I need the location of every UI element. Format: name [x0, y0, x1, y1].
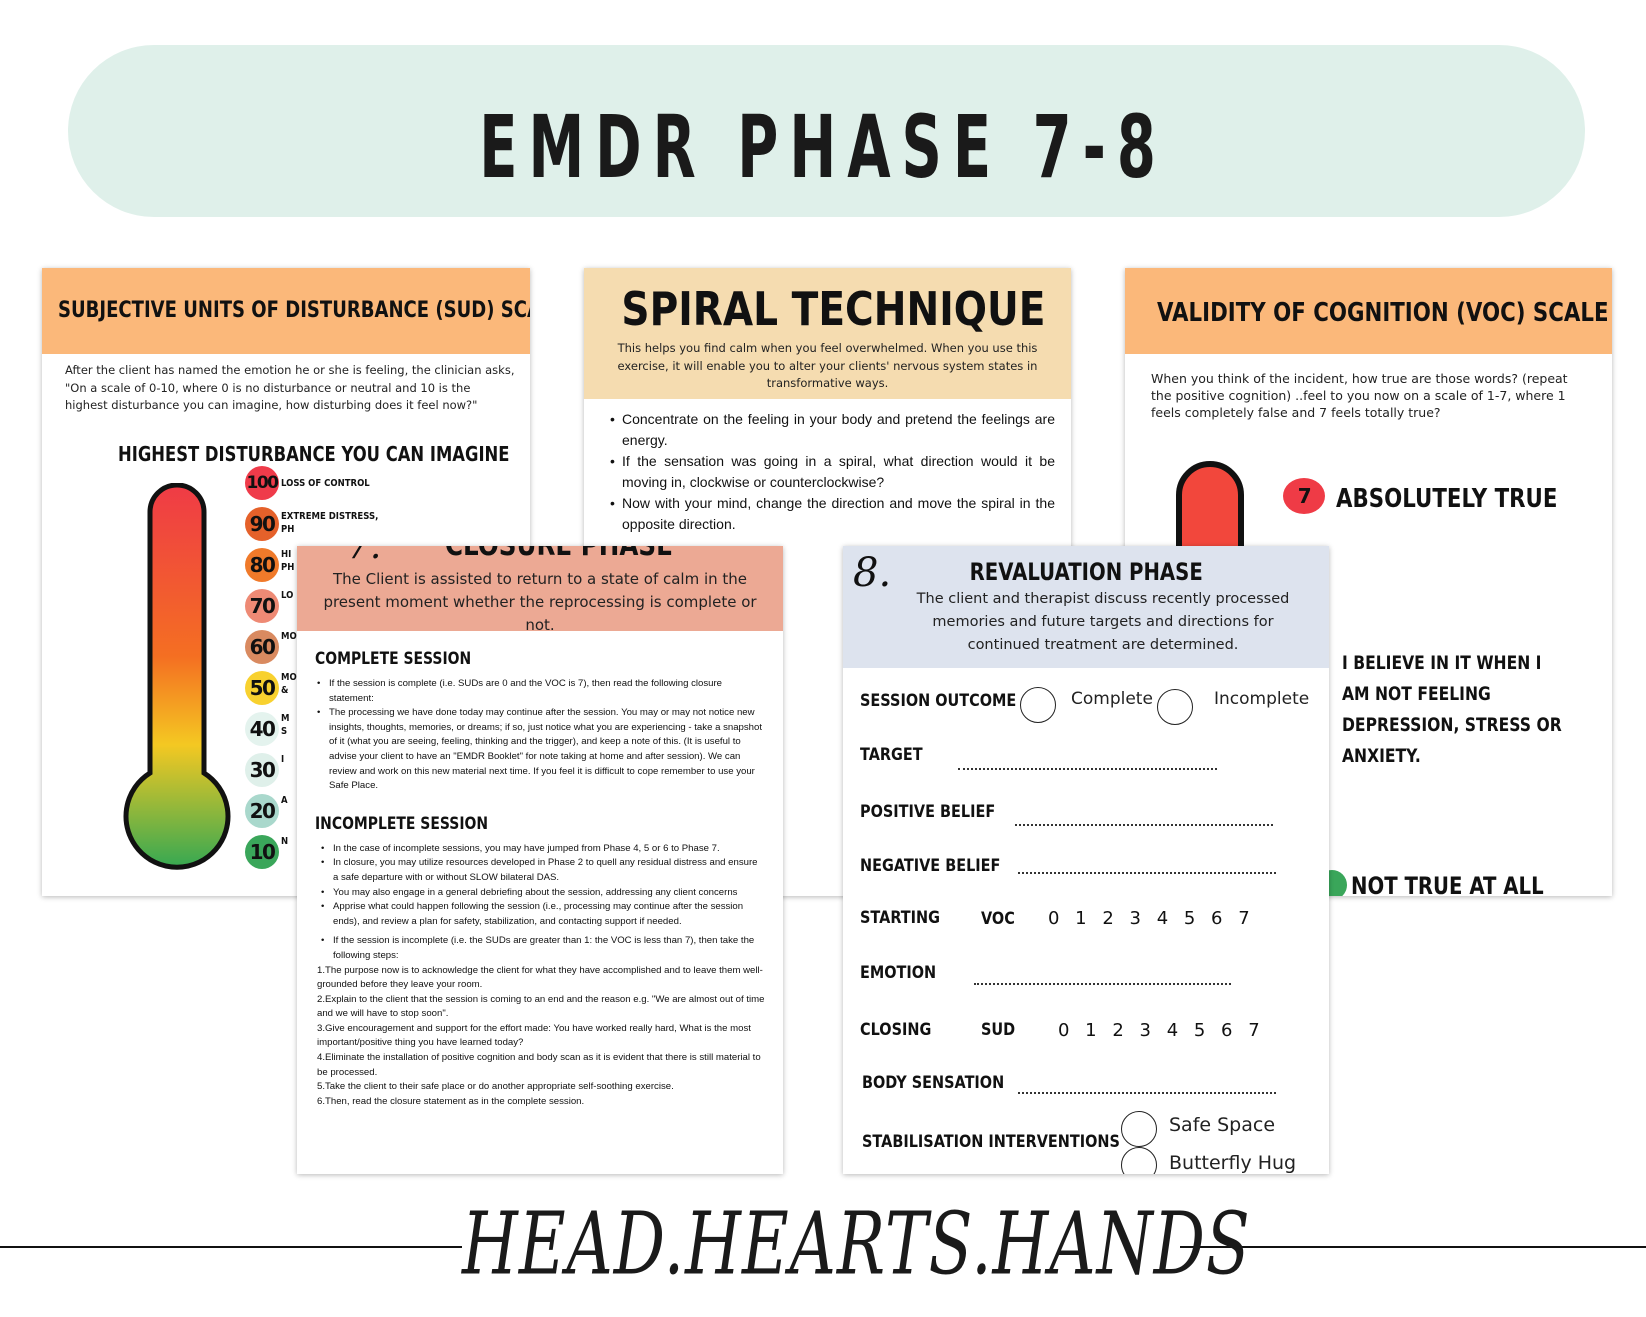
- sud-badge-50: 50: [245, 671, 279, 705]
- closure-step: 2.Explain to the client that the session…: [317, 993, 765, 1020]
- sud-badge-60: 60: [245, 630, 279, 664]
- complete-session-heading: COMPLETE SESSION: [315, 649, 472, 669]
- closure-step: 1.The purpose now is to acknowledge the …: [317, 964, 763, 991]
- closure-step: 6.Then, read the closure statement as in…: [317, 1095, 585, 1107]
- sud-title: SUBJECTIVE UNITS OF DISTURBANCE (SUD) SC…: [58, 298, 530, 323]
- spiral-bullet: Now with your mind, change the direction…: [608, 493, 1055, 535]
- negative-belief-label: NEGATIVE BELIEF: [860, 856, 1001, 876]
- sud-level-label: LOSS OF CONTROL: [281, 478, 370, 489]
- voc-top-label: ABSOLUTELY TRUE: [1336, 484, 1558, 514]
- closing-label: CLOSING: [860, 1020, 932, 1040]
- positive-belief-label: POSITIVE BELIEF: [860, 802, 996, 822]
- incomplete-session-heading: INCOMPLETE SESSION: [315, 813, 489, 834]
- sud-badge-90: 90: [245, 507, 279, 541]
- spiral-header: SPIRAL TECHNIQUE This helps you find cal…: [584, 268, 1071, 399]
- voc-mid-label: I BELIEVE IN IT WHEN I AM NOT FEELING DE…: [1342, 652, 1562, 767]
- sud-level-label: A: [281, 795, 288, 806]
- closure-bullet: If the session is incomplete (i.e. the S…: [319, 934, 765, 963]
- closure-bullet: In closure, you may utilize resources de…: [319, 856, 765, 885]
- closure-intro: The Client is assisted to return to a st…: [323, 570, 757, 634]
- voc-badge-7: 7: [1283, 478, 1325, 514]
- sud-subtitle: HIGHEST DISTURBANCE YOU CAN IMAGINE: [118, 442, 510, 466]
- incomplete-session-list: In the case of incomplete sessions, you …: [315, 842, 765, 964]
- brand-footer: HEAD.HEARTS.HANDS: [462, 1195, 1251, 1295]
- sud-intro: After the client has named the emotion h…: [65, 363, 515, 412]
- closure-header: 7. CLOSURE PHASE The Client is assisted …: [297, 546, 783, 634]
- sud-badge-20: 20: [245, 794, 279, 828]
- footer-divider-right: [1180, 1246, 1646, 1248]
- reval-header: 8. REVALUATION PHASE The client and ther…: [843, 546, 1329, 668]
- safe-space-label: Safe Space: [1169, 1114, 1276, 1136]
- reval-title: REVALUATION PHASE: [969, 558, 1203, 586]
- closure-step: 4.Eliminate the installation of positive…: [317, 1052, 761, 1078]
- sud-badge-10: 10: [245, 835, 279, 869]
- target-field[interactable]: [958, 768, 1217, 770]
- footer-divider-left: [0, 1246, 462, 1248]
- starting-label: STARTING: [860, 908, 940, 928]
- sud-level-label: MO &: [281, 672, 297, 696]
- spiral-bullet: If the sensation was going in a spiral, …: [608, 451, 1055, 493]
- closure-bullet: You may also engage in a general debrief…: [319, 886, 765, 901]
- sud-label: SUD: [981, 1020, 1016, 1040]
- closure-phase-card: 7. CLOSURE PHASE The Client is assisted …: [297, 546, 783, 1174]
- butterfly-hug-label: Butterfly Hug: [1169, 1152, 1297, 1174]
- reval-number: 8.: [853, 550, 892, 596]
- closure-bullet: In the case of incomplete sessions, you …: [319, 842, 765, 857]
- reval-intro: The client and therapist discuss recentl…: [916, 591, 1290, 653]
- negative-belief-field[interactable]: [1018, 872, 1276, 874]
- sud-badge-30: 30: [245, 753, 279, 787]
- sud-badge-100: 100: [245, 466, 279, 500]
- closure-bullet: Apprise what could happen following the …: [319, 900, 765, 929]
- spiral-bullet: Concentrate on the feeling in your body …: [608, 409, 1055, 451]
- sud-level-label: M S: [281, 713, 290, 737]
- voc-header: VALIDITY OF COGNITION (VOC) SCALE: [1125, 268, 1612, 354]
- sud-badge-70: 70: [245, 589, 279, 623]
- closure-bullet: The processing we have done today may co…: [315, 706, 765, 794]
- revaluation-phase-card: 8. REVALUATION PHASE The client and ther…: [843, 546, 1329, 1174]
- page-title: EMDR PHASE 7-8: [479, 98, 1167, 199]
- sud-level-label: N: [281, 836, 289, 847]
- complete-radio[interactable]: [1020, 687, 1056, 723]
- closure-step: 3.Give encouragement and support for the…: [317, 1022, 751, 1049]
- voc-title: VALIDITY OF COGNITION (VOC) SCALE: [1157, 298, 1609, 328]
- voc-scale[interactable]: 0 1 2 3 4 5 6 7: [1048, 908, 1252, 929]
- closure-steps: 1.The purpose now is to acknowledge the …: [315, 964, 765, 1110]
- sud-level-label: LO: [281, 590, 294, 601]
- body-sensation-field[interactable]: [1018, 1092, 1276, 1094]
- sud-level-label: HI PH: [281, 549, 295, 573]
- closure-number: 7.: [347, 546, 382, 567]
- closure-bullet: If the session is complete (i.e. SUDs ar…: [315, 677, 765, 706]
- target-label: TARGET: [860, 745, 923, 765]
- voc-label: VOC: [981, 909, 1015, 929]
- safe-space-checkbox[interactable]: [1121, 1111, 1157, 1147]
- emotion-label: EMOTION: [860, 963, 937, 983]
- sud-header: SUBJECTIVE UNITS OF DISTURBANCE (SUD) SC…: [42, 268, 530, 354]
- complete-session-list: If the session is complete (i.e. SUDs ar…: [315, 677, 765, 794]
- incomplete-label: Incomplete: [1214, 689, 1310, 709]
- incomplete-radio[interactable]: [1157, 689, 1193, 725]
- complete-label: Complete: [1071, 689, 1153, 709]
- stabilisation-label: STABILISATION INTERVENTIONS: [862, 1132, 1120, 1152]
- spiral-title: SPIRAL TECHNIQUE: [621, 282, 1046, 336]
- sud-level-label: EXTREME DISTRESS, PH: [281, 511, 379, 535]
- sud-level-label: MO: [281, 631, 297, 642]
- closure-title: CLOSURE PHASE: [445, 546, 673, 563]
- voc-intro: When you think of the incident, how true…: [1151, 371, 1568, 420]
- butterfly-hug-checkbox[interactable]: [1121, 1147, 1157, 1174]
- positive-belief-field[interactable]: [1015, 824, 1273, 826]
- emotion-field[interactable]: [974, 983, 1231, 985]
- voc-bottom-label: NOT TRUE AT ALL: [1351, 872, 1544, 896]
- closure-step: 5.Take the client to their safe place or…: [317, 1081, 674, 1093]
- body-sensation-label: BODY SENSATION: [862, 1073, 1005, 1093]
- sud-level-label: I: [281, 754, 285, 765]
- session-outcome-label: SESSION OUTCOME: [860, 691, 1017, 711]
- spiral-intro: This helps you find calm when you feel o…: [617, 341, 1038, 390]
- title-banner: [68, 45, 1585, 217]
- sud-badge-80: 80: [245, 548, 279, 582]
- sud-badge-40: 40: [245, 712, 279, 746]
- thermometer-icon: [123, 483, 231, 870]
- sud-scale[interactable]: 0 1 2 3 4 5 6 7: [1058, 1020, 1262, 1041]
- spiral-bullets: Concentrate on the feeling in your body …: [584, 399, 1071, 535]
